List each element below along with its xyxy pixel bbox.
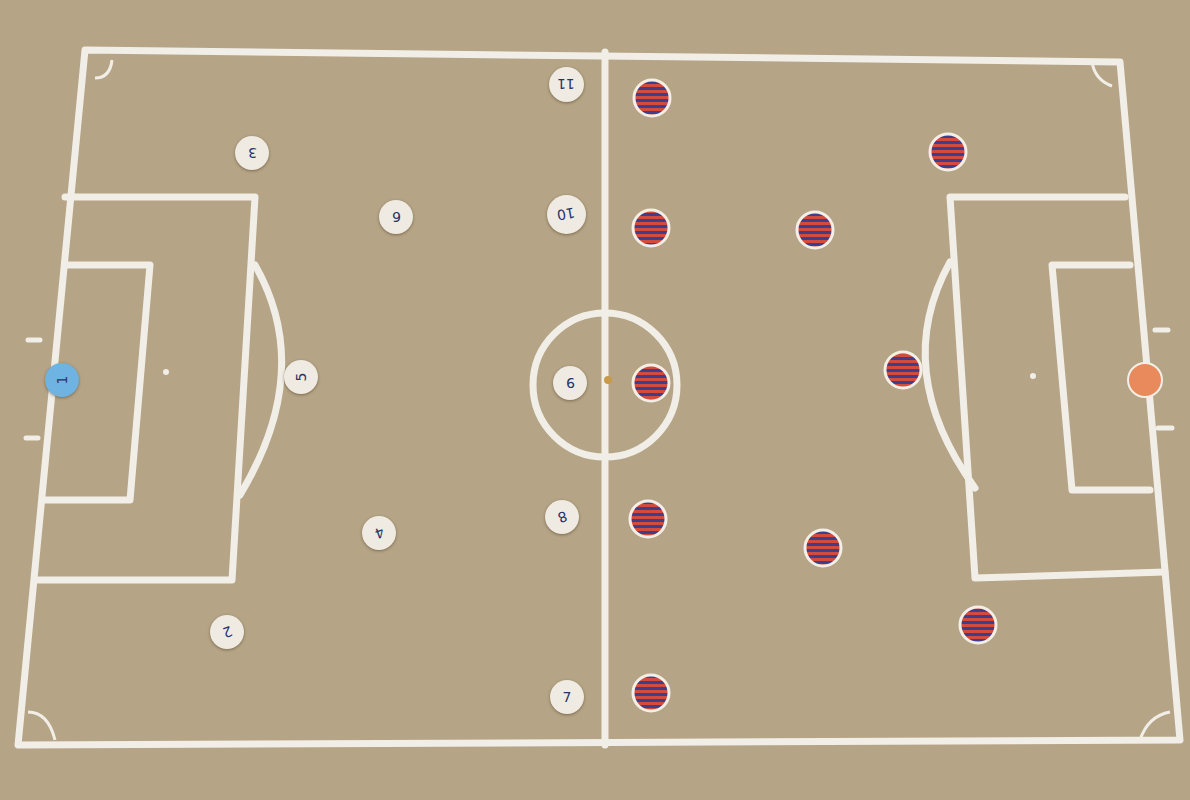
opponent-tokens — [630, 80, 1162, 711]
player-number: 11 — [557, 77, 575, 91]
player-number: 1 — [55, 376, 69, 385]
penalty-box — [35, 197, 255, 580]
opponent-token — [930, 134, 966, 170]
opponent-token — [960, 607, 996, 643]
player-number: 3 — [248, 146, 257, 160]
goal-posts — [26, 330, 1172, 438]
opponent-token — [633, 365, 669, 401]
player-token: 10 — [547, 195, 586, 234]
corner-arc — [1140, 712, 1170, 740]
opponent-token — [805, 530, 841, 566]
player-number: 2 — [220, 624, 233, 640]
opponent-token — [634, 80, 670, 116]
player-token: 9 — [553, 366, 587, 400]
touch-line — [18, 50, 1180, 745]
opponent-token — [797, 212, 833, 248]
player-token: 1 — [45, 363, 79, 397]
player-number: 7 — [563, 690, 572, 704]
opponent-token — [630, 501, 666, 537]
halfway-line — [602, 52, 609, 745]
player-token: 8 — [545, 500, 579, 534]
penalty-arc — [925, 262, 975, 488]
player-token: 6 — [379, 200, 413, 234]
goal-area — [45, 265, 150, 500]
player-token: 5 — [284, 360, 318, 394]
corner-arc — [95, 60, 112, 78]
player-number: 5 — [294, 373, 308, 382]
player-number: 8 — [555, 509, 568, 525]
player-number: 10 — [556, 206, 576, 223]
corner-arc — [1092, 62, 1112, 86]
penalty-spot — [163, 369, 169, 375]
centre-circle — [533, 313, 677, 457]
opponent-token — [633, 675, 669, 711]
penalty-box — [950, 197, 1165, 578]
opponent-token — [885, 352, 921, 388]
corner-arc — [28, 712, 55, 740]
opponent-token — [633, 210, 669, 246]
player-token: 4 — [362, 516, 396, 550]
ball — [604, 376, 612, 384]
player-number: 4 — [372, 525, 385, 541]
player-token: 7 — [550, 680, 584, 714]
corner-arcs — [28, 60, 1170, 740]
player-number: 9 — [566, 376, 575, 390]
player-token: 3 — [235, 136, 269, 170]
player-token: 2 — [210, 615, 244, 649]
player-token: 11 — [549, 67, 584, 102]
penalty-arc — [240, 265, 282, 495]
pitch-lines — [18, 50, 1180, 745]
player-number: 6 — [392, 210, 401, 224]
penalty-spot — [1030, 373, 1036, 379]
opponent-keeper — [1128, 363, 1162, 397]
